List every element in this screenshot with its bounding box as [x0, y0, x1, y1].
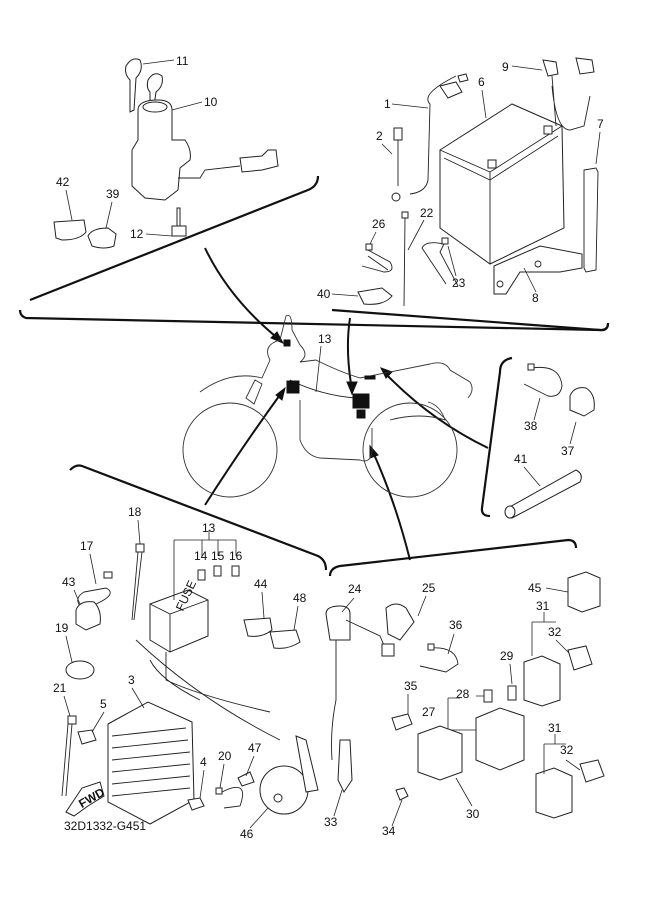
starter-relay-icon [475, 707, 525, 771]
callout-31a: 31 [536, 599, 550, 613]
callout-46: 46 [240, 827, 254, 841]
arrow-switch [204, 247, 281, 341]
relay-box-icon [417, 725, 463, 781]
callout-4: 4 [200, 755, 207, 769]
callout-1: 1 [384, 97, 391, 111]
relay-group-outline [328, 538, 578, 577]
callout-11: 11 [176, 54, 189, 68]
callout-5: 5 [100, 697, 107, 711]
arrow-fuse [204, 391, 283, 506]
battery-group-outline [18, 309, 610, 332]
rectifier-icon [107, 701, 195, 825]
callout-30: 30 [466, 807, 480, 821]
arrow-battery [346, 317, 353, 391]
clip-group-outline [480, 356, 513, 518]
clip-group-37-38-41: 38 37 41 [504, 363, 595, 519]
tube-icon [507, 469, 582, 519]
callout-38: 38 [524, 419, 538, 433]
callout-29: 29 [500, 649, 514, 663]
callout-42: 42 [56, 175, 70, 189]
callout-32a: 32 [548, 625, 562, 639]
arrow-clips [383, 371, 489, 449]
callout-35: 35 [404, 679, 418, 693]
battery-band [583, 167, 599, 273]
callout-7: 7 [597, 117, 604, 131]
callout-10: 10 [204, 95, 218, 109]
battery-group-outline-line [331, 308, 610, 332]
callout-48: 48 [293, 591, 307, 605]
clamps-19-43-44-48: 43 19 44 48 [55, 575, 307, 680]
callout-15: 15 [211, 549, 225, 563]
callout-9: 9 [502, 60, 509, 74]
callout-34: 34 [382, 824, 396, 838]
callout-3: 3 [128, 673, 135, 687]
callout-37: 37 [561, 444, 575, 458]
callout-31b: 31 [548, 721, 562, 735]
callout-28: 28 [456, 687, 470, 701]
callout-24: 24 [348, 582, 362, 596]
callout-33: 33 [324, 815, 338, 829]
motorcycle-silhouette: 13 [182, 314, 473, 498]
ignition-switch-icon [131, 99, 191, 201]
main-switch-assembly: 11 10 12 [125, 54, 279, 241]
callout-44: 44 [254, 577, 268, 591]
drawing-code: 32D1332-G451 [64, 819, 146, 833]
callout-13b: 13 [202, 521, 216, 535]
callout-14: 14 [194, 549, 208, 563]
callout-20: 20 [218, 749, 232, 763]
forward-arrow: FWD [65, 781, 107, 817]
battery-cable [409, 103, 431, 195]
callout-22: 22 [420, 206, 434, 220]
ties-17-18: 17 18 [77, 505, 145, 621]
callout-36: 36 [449, 618, 463, 632]
battery-bracket [493, 245, 583, 295]
battery-assembly: 1 2 6 9 7 8 [376, 57, 604, 305]
arrow-relay [371, 449, 411, 561]
flasher-relay-icon [567, 571, 601, 613]
clips-42-39: 42 39 [53, 175, 120, 249]
callout-8: 8 [532, 291, 539, 305]
callout-47: 47 [248, 741, 262, 755]
main-switch-group-outline [29, 175, 320, 302]
rectifier-regulator-assembly: 3 5 21 4 [53, 673, 207, 825]
callout-6: 6 [478, 75, 485, 89]
relay-assembly: 24 25 36 35 33 34 27 28 29 30 45 [324, 571, 605, 838]
callout-32b: 32 [560, 743, 574, 757]
horn-icon [259, 765, 309, 815]
horn-assembly: 20 47 46 [215, 735, 319, 841]
ties-22-23-26-40: 22 23 26 40 [317, 206, 466, 307]
callout-23: 23 [452, 276, 466, 290]
fuse-assembly: FUSE 13 14 15 16 [135, 521, 281, 741]
key-icon [125, 58, 142, 113]
callout-17: 17 [80, 539, 94, 553]
callout-43: 43 [62, 575, 76, 589]
callout-21: 21 [53, 681, 67, 695]
callout-19: 19 [55, 621, 69, 635]
key-icon [146, 73, 163, 107]
callout-2: 2 [376, 129, 383, 143]
callout-25: 25 [422, 581, 436, 595]
callout-40: 40 [317, 287, 331, 301]
callout-26: 26 [372, 217, 386, 231]
callout-39: 39 [106, 187, 120, 201]
fuse-group-outline [69, 464, 328, 571]
neutral-switch-icon [325, 605, 351, 641]
callout-27: 27 [422, 705, 436, 719]
callout-13a: 13 [318, 332, 332, 346]
callout-12: 12 [130, 227, 144, 241]
callout-45: 45 [528, 581, 542, 595]
callout-41: 41 [514, 452, 528, 466]
callout-18: 18 [128, 505, 142, 519]
callout-16: 16 [229, 549, 243, 563]
